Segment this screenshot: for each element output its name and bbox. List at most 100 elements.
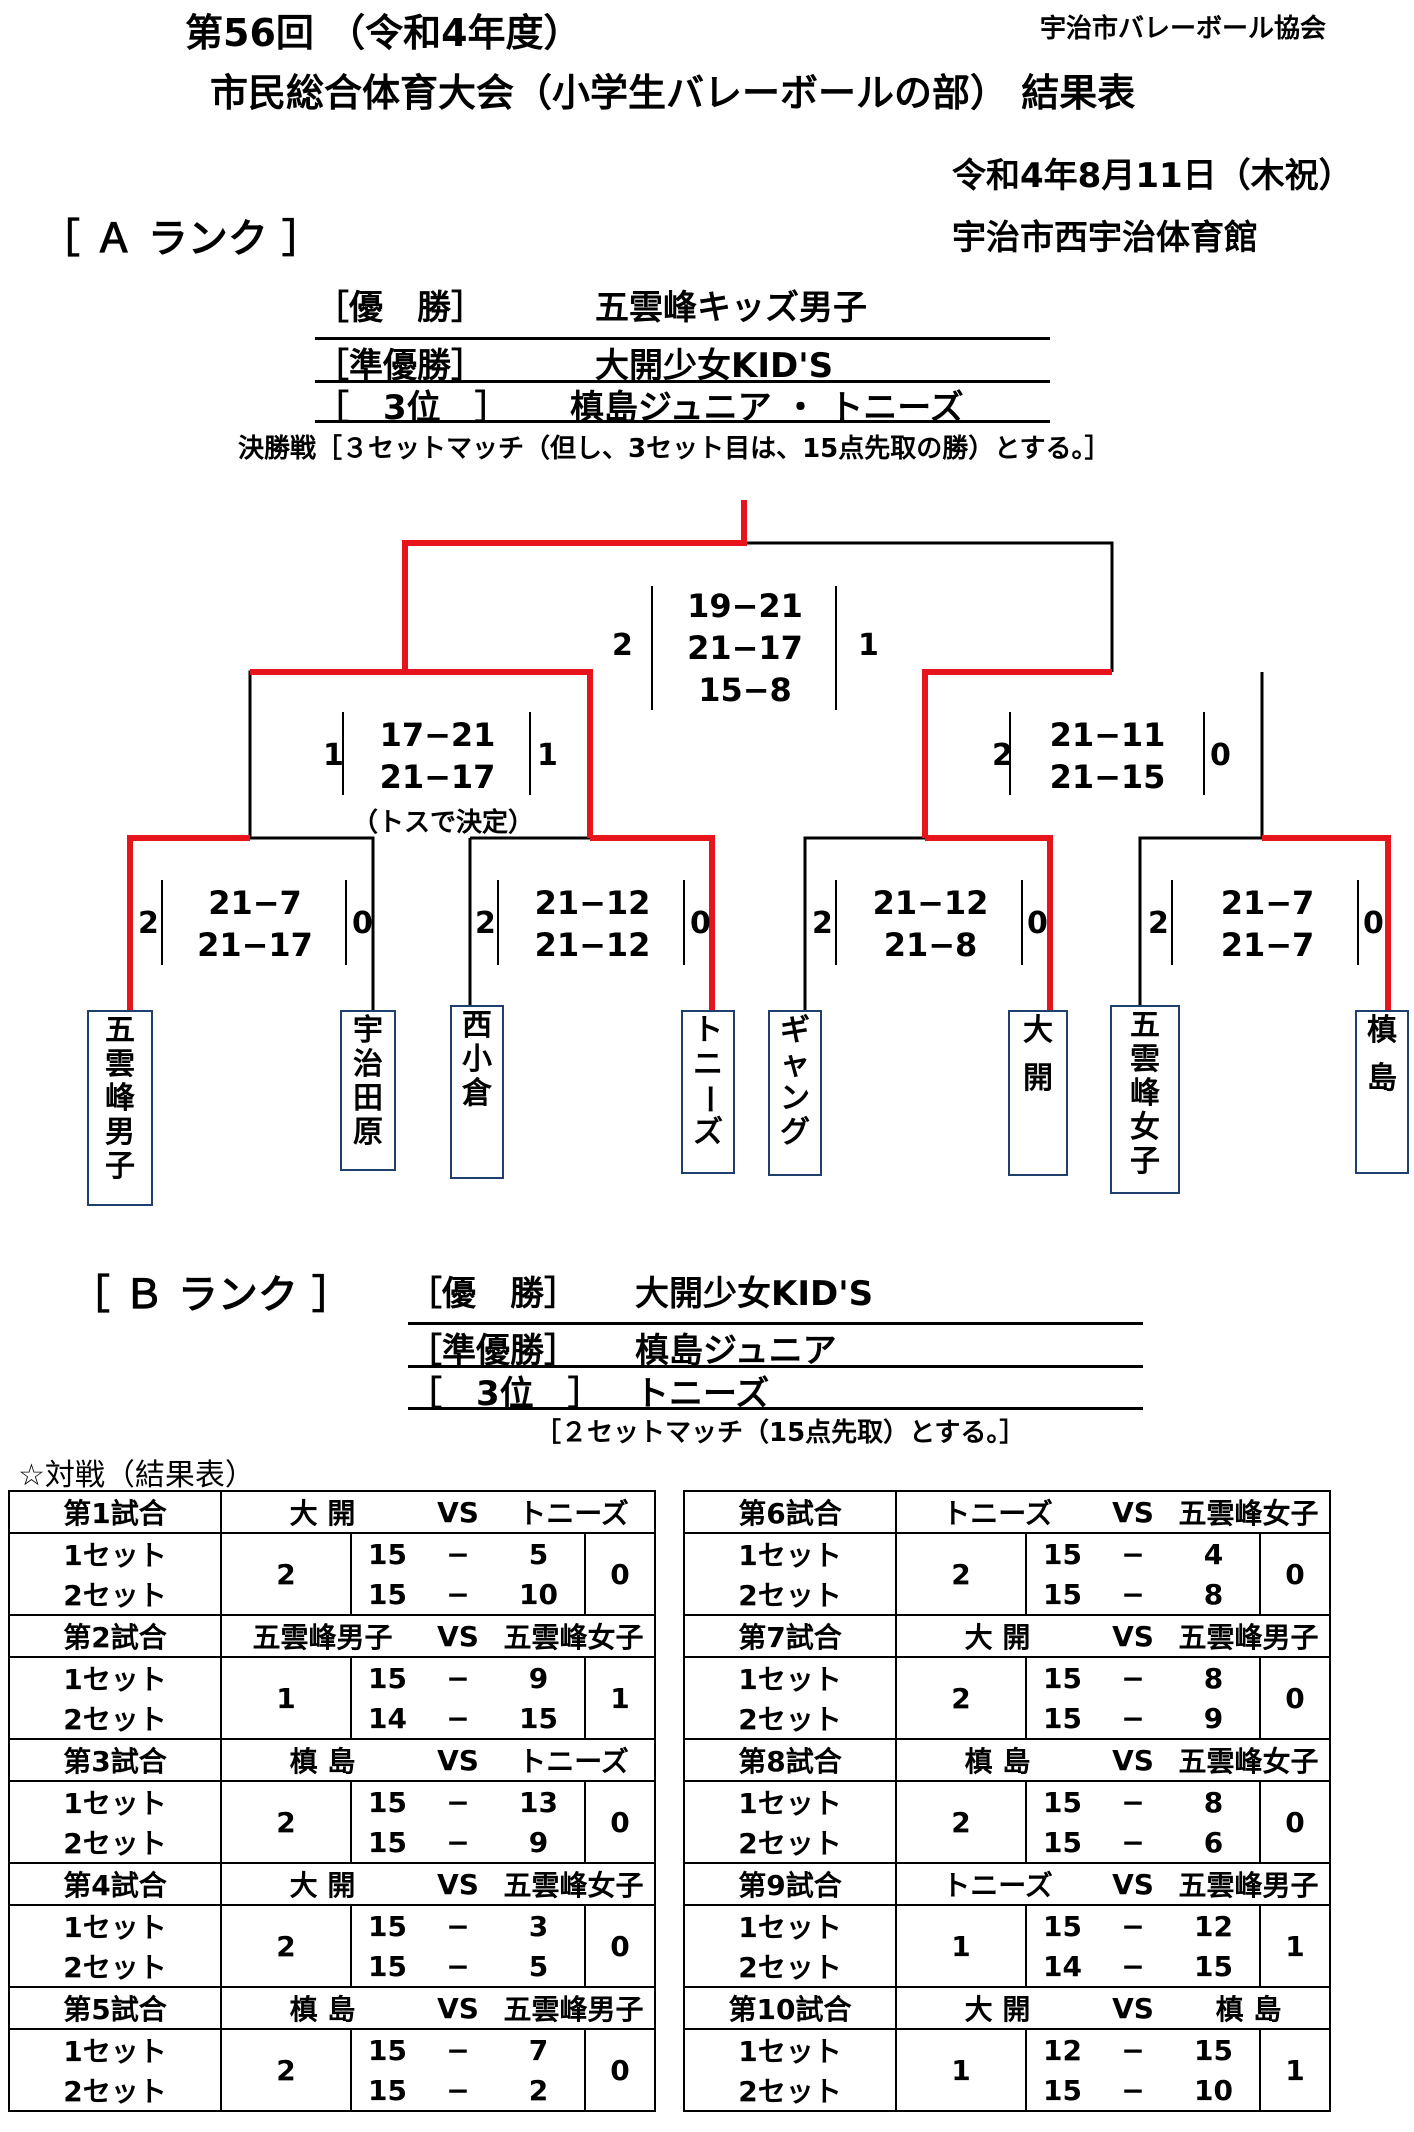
venue: 宇治市西宇治体育館 (952, 218, 1258, 258)
set-score-left: 15 (1025, 1904, 1098, 1946)
winner-path (922, 669, 1112, 838)
game-team2: 五雲峰男子 (493, 1986, 656, 2030)
semi-left-left-sets: 1 (323, 738, 344, 773)
game-sets2: 0 (584, 1904, 656, 1988)
game-sets2: 1 (584, 1656, 656, 1740)
team-name-char: 男 (105, 1115, 135, 1150)
winner-path (405, 669, 593, 838)
rank-a-champion: 五雲峰キッズ男子 (595, 288, 867, 328)
set-dash: − (1098, 1946, 1168, 1988)
game-sets1: 2 (220, 1904, 352, 1988)
winner-path (250, 500, 747, 675)
semi-right-scores: 21−11 21−15 (1040, 714, 1175, 798)
game-title: 第5試合 (8, 1986, 222, 2030)
winner-path (925, 835, 1053, 1010)
qf1-left-sets: 2 (138, 906, 159, 941)
rank-b-champion-label: ［優 勝］ (408, 1274, 578, 1314)
game-team1: 槙 島 (895, 1738, 1098, 1782)
set-score-right: 10 (1168, 2070, 1261, 2112)
set-score-right: 8 (1168, 1780, 1261, 1822)
rank-b-champion: 大開少女KID'S (635, 1274, 874, 1314)
game-sets1: 2 (220, 1780, 352, 1864)
set-dash: − (1098, 2028, 1168, 2070)
qf4-left-sets: 2 (1148, 906, 1169, 941)
score-line: 21−8 (883, 926, 978, 964)
set-score-right: 15 (1168, 1946, 1261, 1988)
team-name-char: ニ (693, 1047, 723, 1082)
game-team1: 大 開 (895, 1614, 1098, 1658)
set-score-right: 8 (1168, 1656, 1261, 1698)
set-score-right: 4 (1168, 1532, 1261, 1574)
rank-a-champion-label: ［優 勝］ (315, 288, 485, 328)
game-vs: VS (423, 1862, 493, 1906)
set-score-left: 15 (350, 1904, 423, 1946)
game-title: 第10試合 (683, 1986, 897, 2030)
set-label: 1セット (8, 1780, 222, 1822)
score-line: 21−15 (1049, 758, 1166, 796)
set-dash: − (423, 2070, 493, 2112)
score-line: 21−17 (197, 926, 313, 964)
team-name-char: 小 (462, 1042, 492, 1077)
team-name-char: 子 (1130, 1144, 1160, 1179)
bracket-line (803, 836, 925, 1010)
score-line: 19−21 (687, 587, 803, 625)
final-left-sets: 2 (612, 628, 633, 663)
winner-path (590, 835, 715, 1010)
team-name-char: ト (693, 1013, 723, 1048)
set-score-left: 15 (350, 2028, 423, 2070)
game-sets1: 2 (895, 1532, 1027, 1616)
game-sets1: 1 (220, 1656, 352, 1740)
set-dash: − (423, 1698, 493, 1740)
team-name-char: 五 (1130, 1008, 1160, 1043)
set-score-right: 13 (493, 1780, 586, 1822)
team-name-char: 女 (1130, 1110, 1160, 1145)
team-name-char: 子 (105, 1149, 135, 1184)
game-sets2: 1 (1258, 2028, 1332, 2112)
score-line: 21−12 (534, 926, 651, 964)
set-score-left: 15 (1025, 1656, 1098, 1698)
game-title: 第8試合 (683, 1738, 897, 1782)
set-dash: − (1098, 1698, 1168, 1740)
set-label: 1セット (683, 1532, 897, 1574)
set-score-left: 12 (1025, 2028, 1098, 2070)
score-line: 21−11 (1049, 716, 1166, 754)
bracket-line (248, 670, 300, 838)
semi-left-scores: 17−21 21−17 (370, 714, 505, 798)
score-line: 15−8 (698, 671, 792, 709)
set-score-right: 7 (493, 2028, 586, 2070)
team-box: 西小倉 (450, 1005, 504, 1179)
set-score-left: 15 (1025, 1780, 1098, 1822)
game-title: 第3試合 (8, 1738, 222, 1782)
team-name-char: ー (691, 1084, 726, 1114)
set-score-right: 9 (493, 1656, 586, 1698)
game-title: 第7試合 (683, 1614, 897, 1658)
game-team1: 槙 島 (220, 1738, 423, 1782)
set-score-left: 15 (350, 1574, 423, 1616)
set-dash: − (423, 1780, 493, 1822)
game-sets2: 1 (1258, 1904, 1332, 1988)
semi-left-right-sets: 1 (537, 738, 558, 773)
team-name-char: ン (780, 1081, 810, 1116)
qf4-scores: 21−7 21−7 (1195, 882, 1340, 966)
team-name-char: 峰 (1130, 1076, 1160, 1111)
game-vs: VS (1098, 1614, 1168, 1658)
qf1-scores: 21−7 21−17 (185, 882, 325, 966)
set-label: 1セット (8, 1532, 222, 1574)
team-name-char: ャ (780, 1047, 810, 1082)
set-dash: − (1098, 1574, 1168, 1616)
game-sets2: 0 (584, 1532, 656, 1616)
team-box: 五雲峰男子 (87, 1010, 153, 1206)
